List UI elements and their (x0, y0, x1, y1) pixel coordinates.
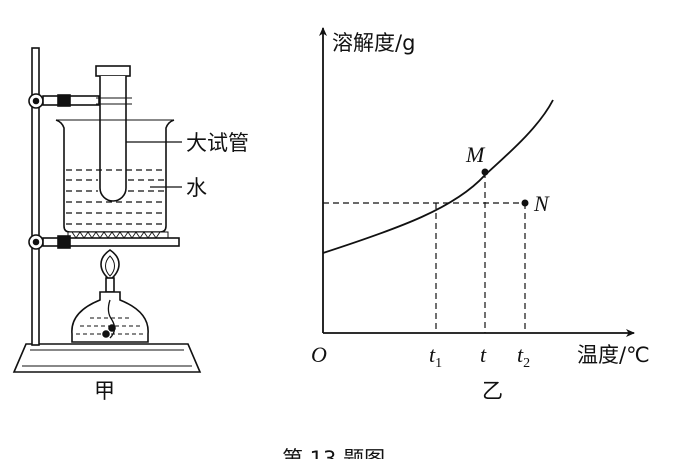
upper-clamp (28, 93, 100, 109)
origin-label: O (311, 342, 327, 367)
lab-apparatus (12, 47, 202, 373)
figure-caption: 第 13 题图 (282, 447, 385, 459)
stand-rod (31, 47, 40, 346)
test-tube (95, 65, 132, 202)
tick-t1: t1 (429, 342, 442, 371)
flame (100, 249, 120, 293)
tick-t2: t2 (517, 342, 530, 371)
guide-lines (323, 172, 526, 333)
alcohol-lamp (71, 291, 149, 343)
point-n (521, 199, 529, 207)
y-axis-label: 溶解度/g (332, 31, 415, 55)
stand-base (12, 343, 202, 373)
solubility-graph: 溶解度/g 温度/℃ O M N t1 t t2 乙 (311, 27, 650, 403)
caption-right: 乙 (482, 379, 503, 403)
label-test-tube: 大试管 (186, 131, 249, 155)
x-axis-label: 温度/℃ (577, 343, 650, 367)
point-n-label: N (533, 191, 550, 216)
point-m (481, 168, 489, 176)
point-m-label: M (465, 142, 486, 167)
ring-support (28, 234, 180, 250)
label-water: 水 (186, 176, 207, 200)
water (66, 169, 164, 225)
solubility-curve (322, 99, 554, 254)
caption-left: 甲 (94, 379, 115, 403)
wire-gauze (67, 231, 169, 239)
tick-t: t (480, 342, 487, 367)
